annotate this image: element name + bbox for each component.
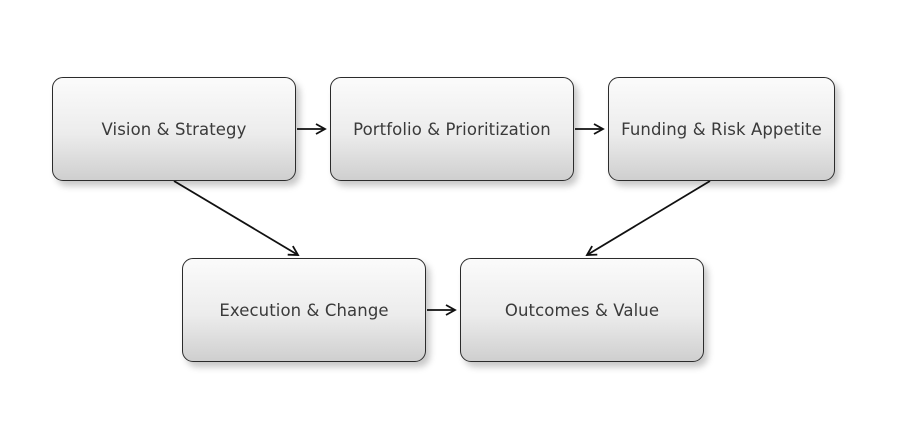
node-label: Outcomes & Value: [504, 300, 660, 320]
node-label: Funding & Risk Appetite: [621, 119, 822, 139]
edge-vision-to-execution: [173, 180, 300, 256]
node-label: Portfolio & Prioritization: [353, 119, 551, 139]
node-vision-strategy: Vision & Strategy: [52, 77, 296, 181]
node-outcomes-value: Outcomes & Value: [460, 258, 704, 362]
node-funding-risk-appetite: Funding & Risk Appetite: [608, 77, 835, 181]
node-label: Execution & Change: [219, 300, 389, 320]
node-label: Vision & Strategy: [101, 119, 247, 139]
edge-funding-to-outcomes: [585, 180, 711, 256]
node-portfolio-prioritization: Portfolio & Prioritization: [330, 77, 574, 181]
node-execution-change: Execution & Change: [182, 258, 426, 362]
